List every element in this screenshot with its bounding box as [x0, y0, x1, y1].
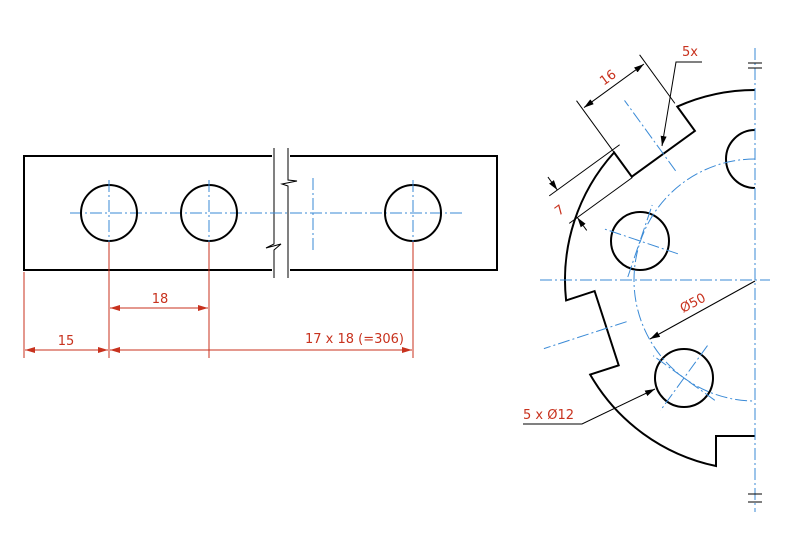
hole: [610, 211, 670, 271]
bolt-circle: [633, 158, 756, 402]
break-line-left: [265, 148, 282, 278]
hole-leader: [523, 388, 656, 425]
hole-1: [80, 184, 138, 242]
slot-centerline: [624, 100, 677, 172]
hole-top-half: [725, 129, 756, 189]
bar-outline-right: [290, 155, 498, 271]
slot-count-leader: [660, 61, 702, 147]
bolt-circle-leader: [649, 280, 756, 340]
hole-2: [180, 184, 238, 242]
dimension-slot-depth: 7: [552, 202, 568, 219]
hole-tangential-centerline: [627, 204, 653, 278]
symmetry-mark-bottom: [748, 493, 762, 503]
hole-radial-centerline: [660, 345, 708, 411]
side-view: 16 7 5x Ø50 5 x Ø12: [523, 45, 770, 512]
front-view: 18 15 17 x 18 (=306): [23, 148, 498, 358]
break-line-right: [280, 148, 298, 278]
slot-centerline: [543, 321, 627, 350]
bar-outline-left: [23, 155, 272, 271]
hole-tangential-centerline: [652, 355, 716, 401]
dimension-pitch: 18: [152, 292, 169, 307]
dimension-bolt-circle: Ø50: [678, 291, 709, 317]
dimension-slot-width: 16: [597, 67, 619, 89]
dimension-edge-offset: 15: [58, 334, 75, 349]
disc-outline: [564, 89, 756, 468]
slot-dimensions: 16 7: [547, 54, 676, 231]
hole-count-label: 5 x Ø12: [523, 408, 574, 423]
hole: [654, 348, 714, 408]
dimension-total-pitch: 17 x 18 (=306): [305, 332, 404, 347]
slot-count-label: 5x: [682, 45, 698, 60]
hole-radial-centerline: [601, 227, 679, 255]
symmetry-mark-top: [748, 62, 762, 69]
